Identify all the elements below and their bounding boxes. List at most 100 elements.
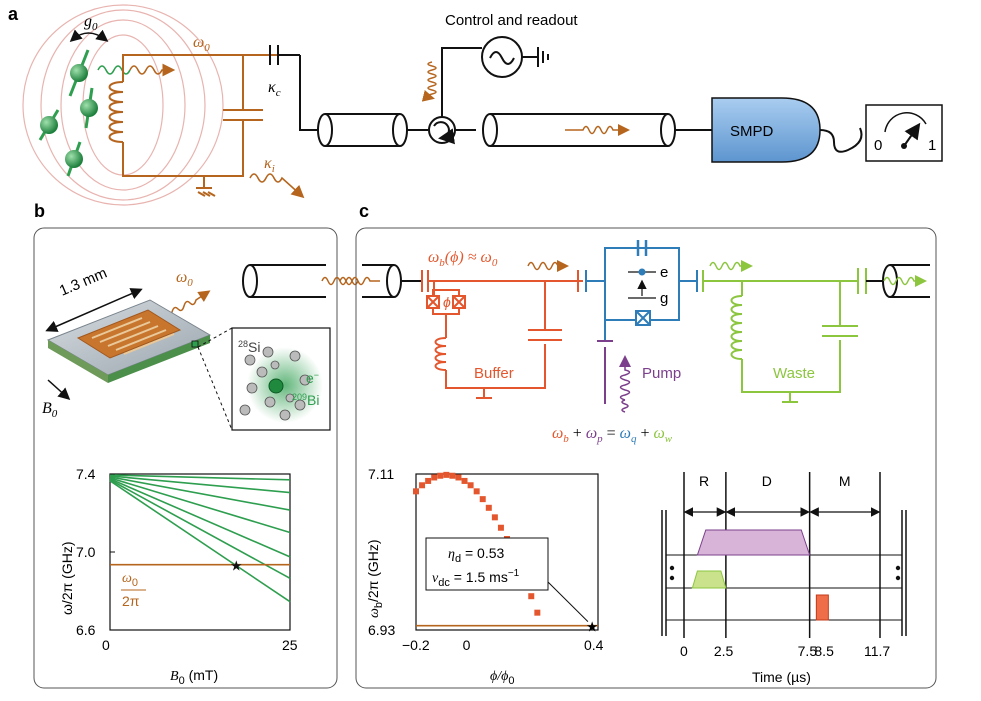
chart2-xtick-label-2: 0.4	[584, 637, 604, 653]
coax-b	[242, 264, 326, 298]
si-label: 28Si	[238, 339, 260, 355]
chart2-point-13	[491, 514, 498, 521]
counter-meter	[865, 104, 943, 162]
chart2-star: ★	[586, 619, 599, 635]
chart1-xlabel: B0 (mT)	[170, 667, 218, 687]
panel-c: c	[339, 201, 937, 689]
chart2-nu: νdc = 1.5 ms−1	[432, 568, 520, 589]
meter-needle	[903, 122, 921, 147]
zoom-line-1	[197, 327, 233, 348]
circulator	[428, 47, 482, 145]
chart3-pump-pulse	[696, 529, 811, 556]
chart1-series-2	[109, 476, 291, 511]
chip-size-label: 1.3 mm	[57, 264, 110, 299]
meter-zero: 0	[874, 137, 882, 154]
chart3-phase-D: D	[762, 473, 772, 489]
waste-label: Waste	[773, 365, 815, 382]
smpd-label: SMPD	[730, 123, 774, 140]
chart2-point-0	[413, 488, 419, 495]
chart2-point-10	[473, 488, 480, 495]
chart3-xlabel: Time (µs)	[752, 669, 811, 685]
kappa-c-label: κc	[268, 79, 281, 99]
panel-b-frame	[33, 227, 338, 689]
waste-wave	[709, 260, 753, 272]
meter-arc	[884, 112, 927, 133]
electron-label: e−	[306, 370, 319, 386]
readout-wave	[565, 124, 630, 136]
control-readout-label: Control and readout	[445, 12, 578, 29]
chart1-star: ★	[230, 558, 243, 574]
b0-label: B0	[42, 400, 58, 420]
coax-line-1	[317, 113, 428, 147]
spin-4	[65, 141, 83, 177]
coax-c-in	[362, 264, 422, 298]
chart2-point-5	[443, 471, 450, 478]
chart2-point-1	[419, 482, 426, 489]
panel-a-letter: a	[8, 4, 19, 24]
chart3-dot-0	[669, 565, 675, 571]
chart1-xtick-label-1: 25	[282, 637, 298, 653]
energy-relation: ωb + ωp = ωq + ωw	[552, 425, 673, 446]
chart3-dot-1	[669, 575, 675, 581]
chart3-phase-R: R	[699, 473, 709, 489]
chart3-xtick-label-2: 7.5	[798, 643, 818, 659]
chart1-ylabel: ω/2π (GHz)	[59, 542, 75, 615]
chart2-point-14	[497, 524, 504, 531]
lc-resonator	[108, 54, 300, 197]
panel-a: a g0	[8, 4, 943, 206]
chart2-ytick-label-1: 6.93	[368, 622, 395, 638]
flux-label: ϕ	[443, 294, 451, 310]
chart2-ylabel: ωb/2π (GHz)	[365, 539, 385, 618]
chart2-annotation-box	[425, 537, 549, 591]
control-source	[481, 36, 549, 78]
chart1-series-1	[109, 475, 291, 494]
input-wave-c	[339, 276, 380, 286]
buffer-circuit	[421, 270, 583, 399]
spin-2	[80, 87, 98, 129]
chart1-xtick-label-0: 0	[102, 637, 110, 653]
chart3-waste-pulse	[691, 570, 727, 589]
chart2-xlabel: ϕ/ϕ0	[490, 669, 515, 687]
photon-wave-a	[129, 63, 176, 77]
chart2-frame	[415, 473, 599, 631]
chart2-point-6	[449, 472, 456, 479]
chart2-point-12	[485, 504, 492, 511]
chart3-xtick-label-4: 11.7	[864, 643, 890, 659]
coupling-label: g0	[84, 13, 98, 33]
chart2-eta: ηd = 0.53	[448, 545, 504, 565]
chart1-annotation-denominator: 2π	[122, 593, 140, 609]
smpd-cable	[819, 127, 863, 153]
chart3-dot-2	[895, 565, 901, 571]
panel-c-frame	[355, 227, 937, 689]
chart3-phase-M: M	[839, 473, 851, 489]
zoom-line-2	[197, 346, 233, 431]
kappa-i-label: κi	[264, 155, 275, 175]
chart2-point-8	[461, 477, 468, 484]
chart2-annotation-pointer	[547, 581, 589, 623]
qubit-circuit	[585, 240, 698, 340]
chart1-ytick-label-2: 6.6	[76, 622, 96, 638]
b0-arrow	[47, 379, 71, 401]
output-wave-c	[883, 275, 927, 287]
chart1-series-3	[109, 477, 291, 534]
pump-line	[597, 340, 613, 404]
spin-ensemble	[38, 49, 98, 177]
spin-3	[38, 109, 60, 141]
coupling-capacitor	[269, 45, 318, 131]
buffer-wave	[527, 260, 569, 272]
panel-b-letter: b	[34, 201, 45, 221]
coax-line-2	[482, 113, 712, 147]
chart2-point-20	[534, 609, 541, 616]
chart2-point-2	[425, 477, 432, 484]
chart3-xtick-label-3: 8.5	[814, 643, 834, 659]
meter-pivot	[901, 143, 907, 149]
buffer-label: Buffer	[474, 365, 514, 382]
qubit-levels: e g	[628, 264, 668, 307]
chart2-point-4	[437, 472, 444, 479]
chart1-ytick-label-1: 7.0	[76, 544, 96, 560]
ground-state-label: g	[660, 290, 668, 307]
spin-1	[68, 49, 90, 97]
